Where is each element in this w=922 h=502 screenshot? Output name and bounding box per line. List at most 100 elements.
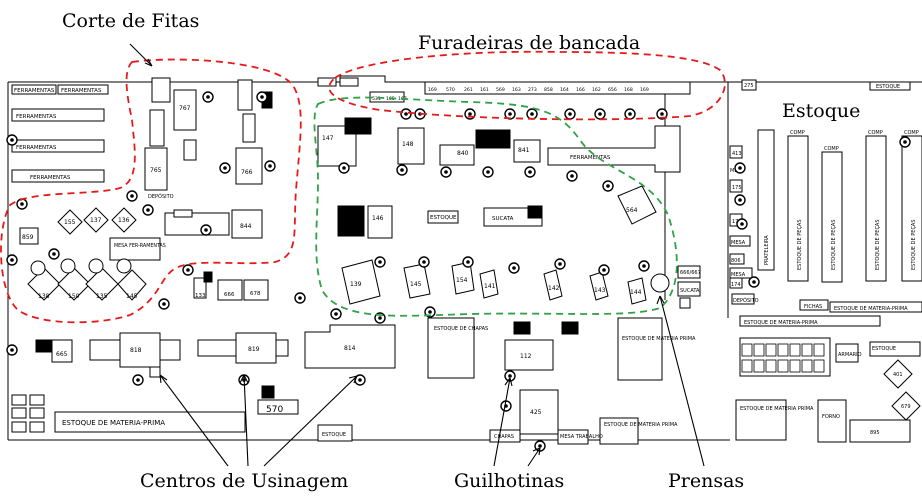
machine-155-label: 155 xyxy=(64,219,76,226)
machine-144 xyxy=(627,277,647,305)
drill-label: 161 xyxy=(480,87,489,93)
estoque-right-label: ESTOQUE xyxy=(872,346,896,352)
estoque-mp-label: ESTOQUE DE MATERIA-PRIMA xyxy=(62,419,165,427)
machine-138 xyxy=(27,267,61,301)
machine-814 xyxy=(304,324,396,369)
estoque-pecas-2 xyxy=(821,151,843,283)
machine-143 xyxy=(589,271,609,301)
machine-818-label: 818 xyxy=(130,347,142,354)
machine-841-label: 841 xyxy=(518,147,530,154)
column-post xyxy=(338,162,350,174)
column-post xyxy=(374,256,386,268)
ferramentas-bench-label: FERRAMENTAS xyxy=(570,155,611,161)
drill-label: 569 xyxy=(496,87,505,93)
machine-112-label: 112 xyxy=(520,353,532,360)
machine-841 xyxy=(513,139,541,163)
drill-label: 273 xyxy=(528,87,537,93)
column-post xyxy=(396,164,408,176)
column-post xyxy=(158,298,170,310)
machine-146-label: 146 xyxy=(372,215,384,222)
column-post xyxy=(6,254,18,266)
column-post xyxy=(400,108,412,120)
machine-145b xyxy=(403,263,431,299)
column-post xyxy=(48,248,60,260)
column-post xyxy=(899,136,911,148)
machine-155 xyxy=(57,209,83,235)
machine-144-label: 144 xyxy=(630,289,642,296)
machine-666-label: 666 xyxy=(224,292,235,298)
column-post xyxy=(132,374,144,386)
estoque-pecas-label: ESTOQUE DE PEÇAS xyxy=(797,219,803,270)
machine-895-label: 895 xyxy=(870,430,880,436)
machine-679-label: 679 xyxy=(901,404,911,410)
column-post xyxy=(182,264,194,276)
column-post xyxy=(524,166,536,178)
chapas-label: CHAPAS xyxy=(494,434,514,440)
estoque-mp-right-label: ESTOQUE DE MATERIA PRIMA xyxy=(740,406,814,412)
column-post xyxy=(330,308,342,320)
mesa2-label: MESA xyxy=(731,240,746,246)
ferramentas-label: FERRAMENTAS xyxy=(30,175,71,181)
drill-label: 169 xyxy=(428,87,437,93)
estoque-pecas-label: ESTOQUE DE PEÇAS xyxy=(911,219,917,270)
centros-usinagem-title: Centros de Usinagem xyxy=(140,470,349,492)
sucata-label: SUCATA xyxy=(492,216,514,222)
column-post xyxy=(566,170,578,182)
prateleira-label: PRATELEIRA xyxy=(764,235,770,265)
estoque-mp-bottom-label: ESTOQUE DE MATERIA PRIMA xyxy=(604,422,678,428)
machine-147-label: 147 xyxy=(322,135,334,142)
machine-767-label: 767 xyxy=(179,105,191,112)
machine-806-label: 806 xyxy=(731,258,741,264)
machine-413-label: 413 xyxy=(732,151,742,157)
prateleira xyxy=(757,129,775,271)
machine-275-label: 275 xyxy=(744,83,754,89)
column-post xyxy=(418,256,430,268)
ferramentas-box xyxy=(11,108,105,122)
machine-142-label: 142 xyxy=(548,285,560,292)
prensas-region xyxy=(313,96,678,317)
estoque-title: Estoque xyxy=(782,100,861,122)
column-post xyxy=(126,190,138,202)
corte-fitas-title: Corte de Fitas xyxy=(62,10,200,32)
machine-678-label: 678 xyxy=(250,291,261,297)
machine-142 xyxy=(543,269,563,301)
machine-679 xyxy=(891,391,921,421)
sucata-right-label: SUCATA xyxy=(680,288,700,294)
estoque-central-label: ESTOQUE xyxy=(430,215,457,221)
drill-label: 168 xyxy=(624,87,633,93)
estoque-chapas-label: ESTOQUE DE CHAPAS xyxy=(434,326,488,332)
column-post xyxy=(734,194,746,206)
machine-141 xyxy=(479,269,499,299)
column-post xyxy=(6,134,18,146)
forno-label: FORNO xyxy=(822,414,840,420)
machine-136 xyxy=(111,207,137,233)
ferramentas-label: FERRAMENTAS xyxy=(16,114,57,120)
machine-135 xyxy=(85,267,119,301)
estoque-label: ESTOQUE xyxy=(322,432,346,438)
machine-145-label: 145 xyxy=(126,293,138,300)
deposito-right-label: DEPÓSITO xyxy=(733,297,759,304)
armario-label: ARMARIO xyxy=(838,352,862,358)
machine-148-label: 148 xyxy=(402,141,414,148)
column-post xyxy=(594,108,606,120)
mesa-ferramentas-label: MESA FER-RAMENTAS xyxy=(114,243,166,249)
comp-label: COMP xyxy=(868,130,883,136)
comp-label: COMP xyxy=(904,130,919,136)
drill-label: 169 xyxy=(640,87,649,93)
drill-label: 164 xyxy=(560,87,569,93)
column-post xyxy=(256,91,268,103)
column-post xyxy=(202,91,214,103)
machine-425 xyxy=(519,389,559,435)
machine-819-label: 819 xyxy=(248,346,260,353)
machine-564 xyxy=(617,185,657,225)
drill-label: 166 xyxy=(576,87,585,93)
machine-766 xyxy=(235,147,263,185)
estoque-top-label: ESTOQUE xyxy=(876,84,900,90)
fichas-label: FICHAS xyxy=(804,304,822,310)
ferramentas-label: FERRAMENTAS xyxy=(14,88,55,94)
corte-fitas-region xyxy=(0,58,302,324)
column-post xyxy=(462,256,474,268)
estoque-mp-shelf-label: ESTOQUE DE MATERIA-PRIMA xyxy=(834,306,908,312)
machine-146 xyxy=(367,205,393,239)
